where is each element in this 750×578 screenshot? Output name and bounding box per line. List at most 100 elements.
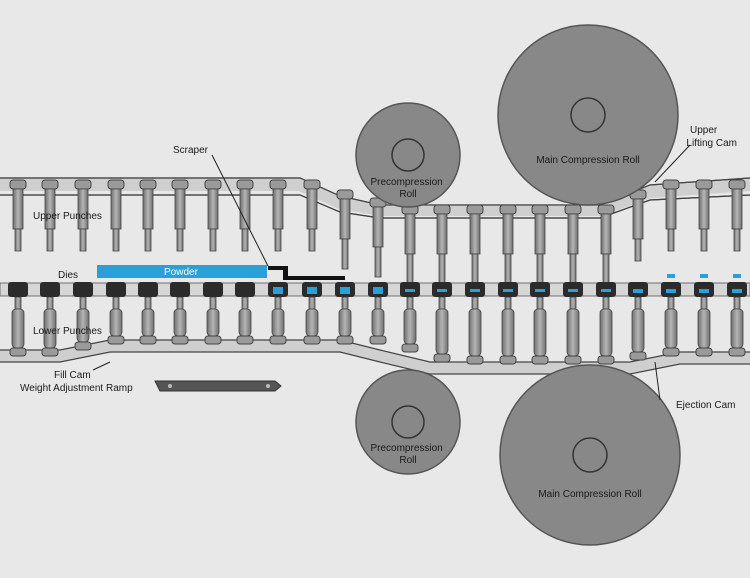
powder-fill (470, 289, 480, 292)
die (8, 282, 28, 297)
die (563, 282, 583, 297)
lower-punch (269, 296, 287, 345)
upper-punches-label: Upper Punches (33, 211, 102, 222)
ejection-cam-leader (654, 361, 661, 401)
powder-fill (373, 287, 383, 294)
lower-punch (499, 296, 517, 365)
powder-fill (535, 289, 545, 292)
upper-punch (303, 179, 321, 252)
upper-punch (236, 179, 254, 252)
powder-fill (699, 289, 709, 293)
roll-hub-icon (570, 97, 606, 133)
lower-punch (369, 296, 387, 345)
precompression-roll-top (355, 102, 461, 208)
die (302, 282, 322, 297)
lower-punch (139, 296, 157, 345)
upper-punch (269, 179, 287, 252)
lower-punch (401, 296, 419, 353)
roll-hub-icon (391, 138, 425, 172)
scraper-label: Scraper (173, 145, 209, 156)
upper-punch (171, 179, 189, 252)
ejected-tablet (733, 274, 741, 278)
upper-punch (204, 179, 222, 252)
upper-lifting-cam-leader (654, 144, 691, 183)
die (727, 274, 747, 297)
die (235, 282, 255, 297)
main-compression-roll-top (497, 24, 679, 206)
lower-punch (303, 296, 321, 345)
lower-punch (629, 296, 647, 361)
scraper-leader (211, 154, 269, 267)
ejected-tablet (700, 274, 708, 278)
powder-fill (340, 287, 350, 294)
main-compression-roll-bottom-label: Main Compression Roll (538, 489, 641, 500)
die (498, 282, 518, 297)
upper-punch (629, 189, 647, 262)
die (661, 274, 681, 297)
lower-punch (9, 296, 27, 357)
upper-punch (336, 189, 354, 270)
powder-fill (732, 289, 742, 293)
die (73, 282, 93, 297)
dies-label: Dies (58, 270, 78, 281)
fill-cam-leader (92, 361, 111, 371)
fill-cam-label: Fill Cam (54, 370, 91, 381)
powder-fill (601, 289, 611, 292)
upper-punch (41, 179, 59, 252)
lower-punch (336, 296, 354, 345)
powder-fill (405, 289, 415, 292)
die (400, 282, 420, 297)
weight-adjustment-ramp-label: Weight Adjustment Ramp (20, 383, 133, 394)
weight-adjustment-ramp (154, 380, 282, 392)
die (268, 282, 288, 297)
precompression-roll-bottom (355, 369, 461, 475)
powder-label: Powder (164, 267, 199, 278)
powder-fill (666, 289, 676, 293)
die (694, 274, 714, 297)
lower-punch (107, 296, 125, 345)
powder-fill (273, 287, 283, 294)
lower-punch (204, 296, 222, 345)
lower-punches-label: Lower Punches (33, 326, 102, 337)
precompression-roll-top-label: Precompression Roll (370, 177, 445, 200)
die (628, 282, 648, 297)
powder-fill (307, 287, 317, 294)
ejected-tablet (667, 274, 675, 278)
bolt-icon (266, 384, 270, 388)
powder-fill (437, 289, 447, 292)
die-table (0, 274, 750, 297)
upper-punch (531, 204, 549, 285)
die (106, 282, 126, 297)
upper-punch (564, 204, 582, 285)
upper-punch-row (9, 179, 746, 285)
lower-cam-band (0, 340, 750, 374)
die (203, 282, 223, 297)
lower-punch (74, 296, 92, 351)
upper-punch (695, 179, 713, 252)
lower-punch (564, 296, 582, 365)
powder-feed-bar (97, 265, 267, 278)
upper-punch (728, 179, 746, 252)
upper-punch (433, 204, 451, 285)
die (170, 282, 190, 297)
ejection-cam-label: Ejection Cam (676, 400, 735, 411)
upper-punch (466, 204, 484, 285)
upper-punch (9, 179, 27, 252)
upper-punch (662, 179, 680, 252)
upper-punch (107, 179, 125, 252)
upper-punch (401, 204, 419, 285)
precompression-roll-bottom-label: Precompression Roll (370, 443, 445, 466)
lower-punch (433, 296, 451, 363)
upper-punch (499, 204, 517, 285)
scraper-blade (268, 266, 345, 280)
lower-punch (466, 296, 484, 365)
die (40, 282, 60, 297)
lower-punch (662, 296, 680, 357)
lower-punch (41, 296, 59, 357)
main-compression-roll-top-label: Main Compression Roll (536, 155, 639, 166)
die (368, 282, 388, 297)
die (596, 282, 616, 297)
lower-punch (695, 296, 713, 357)
lower-punch (728, 296, 746, 357)
